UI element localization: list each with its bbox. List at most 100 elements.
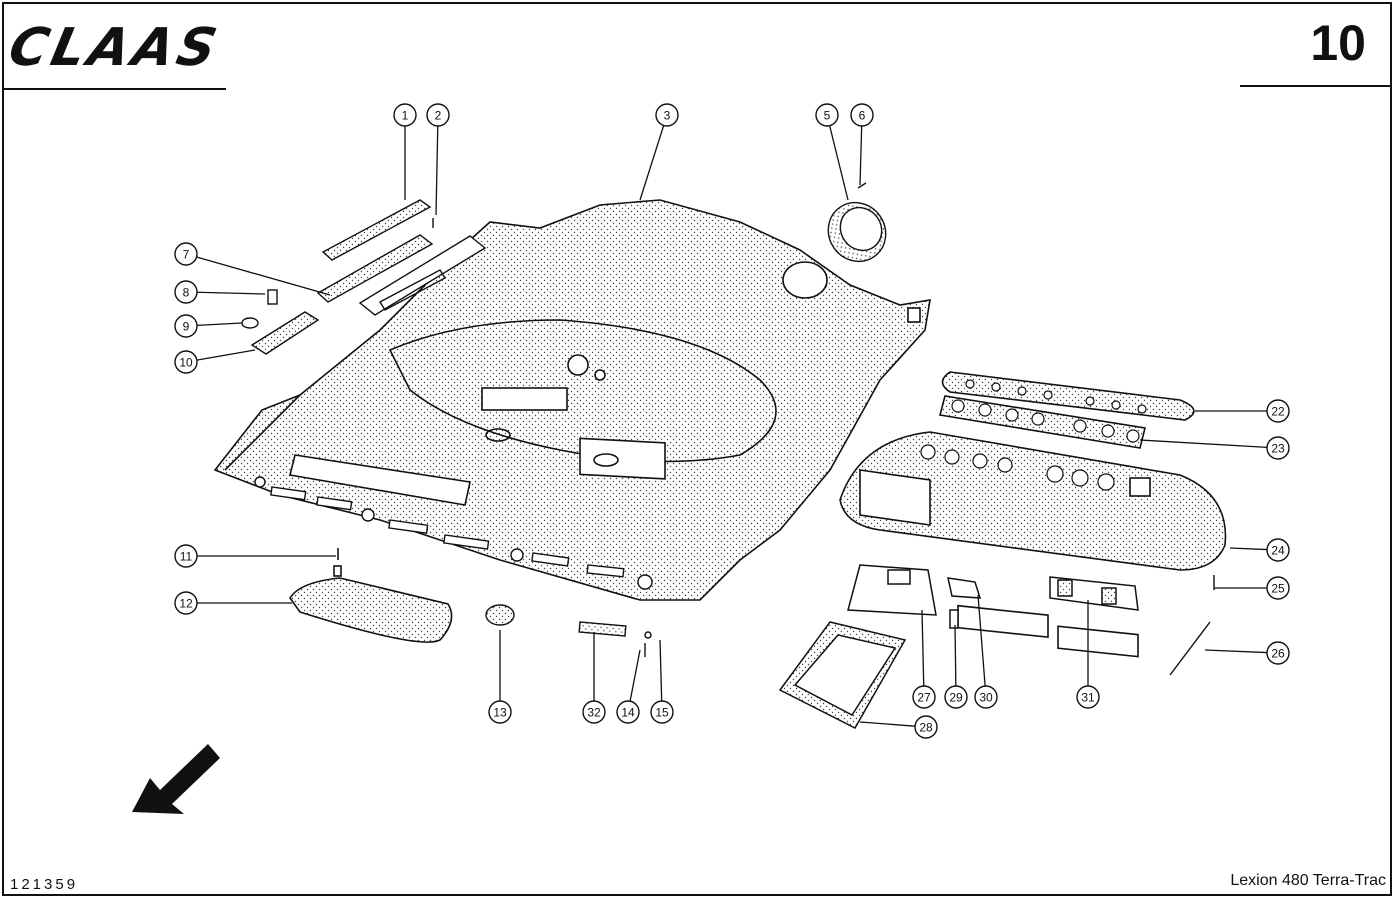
callout-leader-line: [196, 322, 243, 327]
callout-part-29: 29: [944, 624, 968, 709]
callout-part-15: 15: [650, 639, 674, 724]
callout-number: 23: [1271, 442, 1285, 456]
callout-number: 6: [859, 109, 866, 123]
console-buttons: [920, 379, 1147, 491]
callout-part-10: 10: [174, 349, 256, 374]
callout-circle: [944, 685, 968, 709]
callout-part-23: 23: [1139, 436, 1290, 460]
console-panels: [839, 371, 1227, 658]
callout-circle: [174, 280, 198, 304]
callout-part-9: 9: [174, 314, 243, 338]
callout-leader-line: [829, 125, 849, 201]
callout-leader-line: [954, 624, 957, 687]
drawing-id: 121359: [10, 876, 79, 893]
callout-number: 32: [587, 706, 601, 720]
callout-number: 12: [179, 597, 193, 611]
callout-circle: [1076, 685, 1100, 709]
callout-number: 1: [402, 109, 409, 123]
callout-part-8: 8: [174, 280, 266, 304]
callout-circle: [1266, 538, 1290, 562]
callout-circle: [426, 103, 450, 127]
callout-leader-line: [1139, 439, 1268, 449]
callout-number: 9: [183, 320, 190, 334]
callout-leader-line: [639, 125, 665, 201]
callout-number: 13: [493, 706, 507, 720]
callout-leader-line: [859, 125, 863, 186]
callout-number: 28: [919, 721, 933, 735]
callout-circle: [914, 715, 938, 739]
callout-number: 25: [1271, 582, 1285, 596]
header-rule-left: [2, 88, 226, 90]
callout-circle: [974, 685, 998, 709]
sun-visor: [289, 548, 453, 643]
callout-part-3: 3: [639, 103, 679, 201]
callout-circle: [174, 242, 198, 266]
callout-leader-line: [1204, 649, 1268, 654]
callout-leader-line: [196, 349, 256, 361]
callout-part-27: 27: [912, 609, 936, 709]
callout-part-30: 30: [974, 594, 998, 709]
callout-circle: [488, 700, 512, 724]
callout-part-14: 14: [616, 649, 641, 724]
callout-part-11: 11: [174, 544, 336, 568]
model-name: Lexion 480 Terra-Trac: [1230, 872, 1386, 889]
callout-number: 31: [1081, 691, 1095, 705]
callout-number: 7: [183, 248, 190, 262]
callout-number: 22: [1271, 405, 1285, 419]
callout-number: 3: [664, 109, 671, 123]
callout-number: 14: [621, 706, 635, 720]
callout-circle: [815, 103, 839, 127]
callout-part-13: 13: [488, 630, 512, 724]
callout-number: 30: [979, 691, 993, 705]
callout-circle: [582, 700, 606, 724]
callout-part-7: 7: [174, 242, 331, 296]
callout-number: 26: [1271, 647, 1285, 661]
callout-leader-line: [629, 649, 641, 702]
lower-small-parts: [485, 604, 652, 657]
callout-number: 2: [435, 109, 442, 123]
callout-part-6: 6: [850, 103, 874, 186]
callout-circle: [850, 103, 874, 127]
callout-circle: [912, 685, 936, 709]
callout-part-28: 28: [859, 715, 938, 739]
callout-circle: [1266, 641, 1290, 665]
callout-circle: [1266, 576, 1290, 600]
callout-number: 29: [949, 691, 963, 705]
callout-circle: [174, 591, 198, 615]
header-rule-right: [1240, 85, 1392, 87]
callout-leader-line: [977, 594, 986, 687]
callout-part-12: 12: [174, 591, 292, 615]
headliner-panel: [213, 199, 931, 601]
callout-part-31: 31: [1076, 600, 1100, 709]
callout-part-25: 25: [1214, 576, 1290, 600]
callout-leader-line: [659, 639, 663, 702]
callout-circle: [655, 103, 679, 127]
callout-circle: [393, 103, 417, 127]
callout-number: 27: [917, 691, 931, 705]
callout-part-5: 5: [815, 103, 849, 201]
callout-part-1: 1: [393, 103, 417, 200]
console-screw-and-cable: [1169, 575, 1215, 676]
callout-part-2: 2: [426, 103, 450, 216]
callout-part-22: 22: [1195, 399, 1290, 423]
callout-number: 8: [183, 286, 190, 300]
callout-number: 24: [1271, 544, 1285, 558]
small-fixings-left: [241, 289, 320, 355]
callout-circle: [1266, 436, 1290, 460]
callout-circle: [174, 544, 198, 568]
callout-circle: [1266, 399, 1290, 423]
callout-leader-line: [196, 291, 266, 295]
headliner-vent-slots: [254, 476, 653, 590]
callout-number: 5: [824, 109, 831, 123]
callout-leader-line: [1229, 547, 1268, 551]
callout-leader-line: [196, 256, 331, 296]
callout-circle: [616, 700, 640, 724]
callout-part-24: 24: [1229, 538, 1290, 562]
callout-number: 10: [179, 356, 193, 370]
callout-leader-line: [921, 609, 925, 687]
callout-circle: [174, 314, 198, 338]
callout-leader-line: [435, 125, 439, 216]
